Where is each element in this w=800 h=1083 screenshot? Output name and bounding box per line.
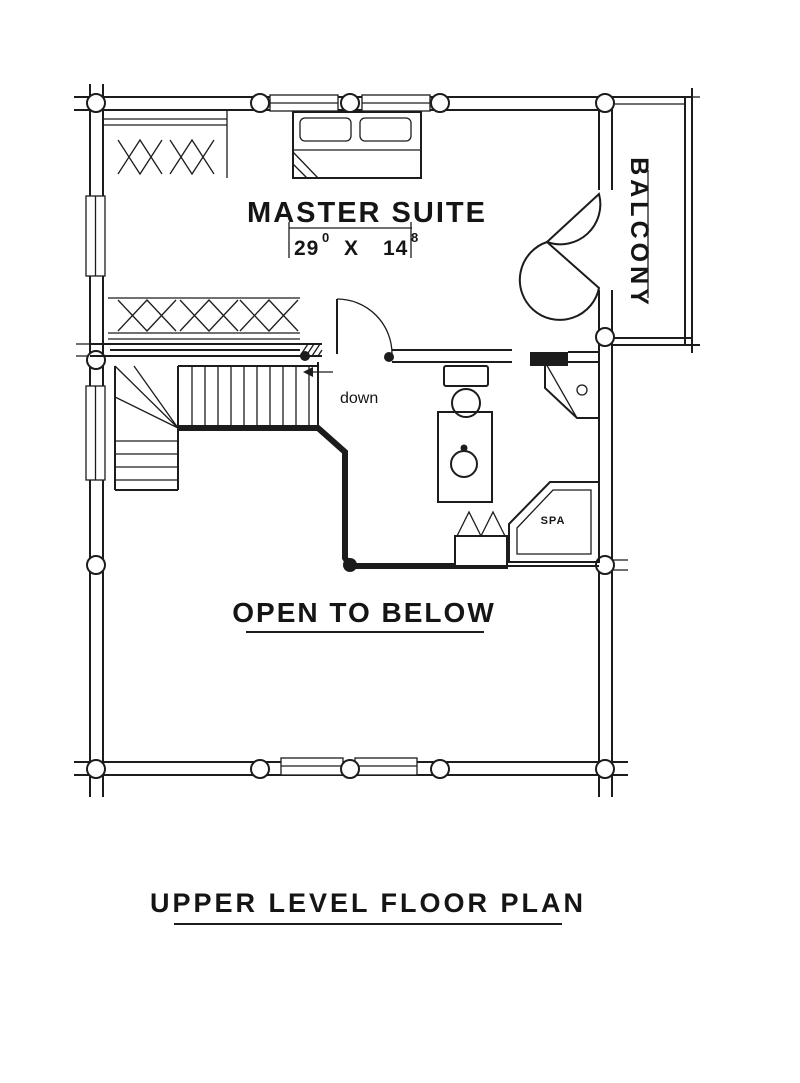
vanity-sink (437, 411, 493, 503)
down-label: down (340, 390, 378, 407)
dim-inches-1: 0 (322, 230, 329, 245)
closet-mid-left (108, 297, 300, 340)
master-suite-door (300, 298, 394, 362)
french-doors (518, 192, 602, 321)
closet-top-left (104, 110, 228, 178)
balcony (518, 88, 700, 353)
page-title: UPPER LEVEL FLOOR PLAN (150, 888, 586, 918)
bathroom (437, 361, 600, 569)
open-to-below-railing (178, 425, 599, 572)
log-end-circles (86, 93, 615, 779)
labels: MASTER SUITE 29 0 X 14 8 BALCONY down SP… (150, 157, 653, 925)
toilet (443, 365, 489, 418)
windows (85, 94, 431, 776)
dim-inches-2: 8 (411, 230, 418, 245)
balcony-label: BALCONY (625, 157, 653, 309)
dim-feet-2: 14 (383, 237, 408, 260)
stairs (114, 362, 333, 491)
spa-label: SPA (541, 515, 566, 527)
bed (292, 111, 422, 179)
dim-feet-1: 29 (294, 237, 319, 260)
dimension-line (288, 222, 412, 258)
stair-direction-arrow (303, 367, 333, 377)
dim-separator: X (344, 237, 359, 260)
master-suite-label: MASTER SUITE (247, 197, 487, 229)
corner-shower (544, 361, 600, 419)
linen-closet-bifold (454, 510, 508, 569)
spa-tub (508, 481, 600, 563)
open-to-below-label: OPEN TO BELOW (232, 597, 496, 628)
